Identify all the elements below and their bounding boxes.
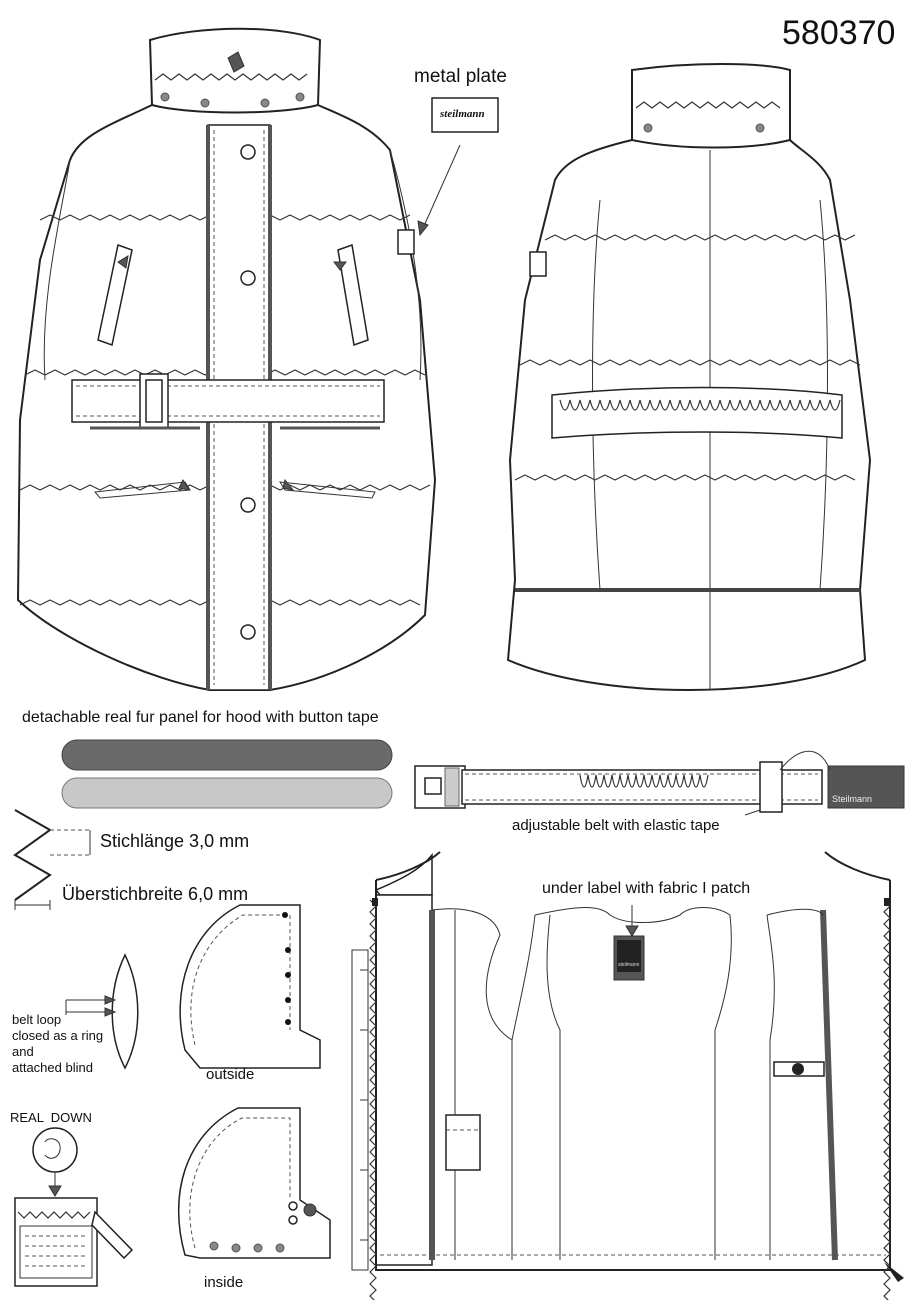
belt-loop-line-3: and (12, 1044, 34, 1059)
stitch-diagram (13, 809, 92, 910)
fur-panel-dark (61, 739, 393, 771)
real-down-label: REAL DOWN (10, 1110, 92, 1125)
back-body-outline (506, 139, 872, 691)
belt-label: adjustable belt with elastic tape (512, 817, 720, 834)
button (240, 270, 256, 286)
belt-loop (65, 953, 139, 1070)
front-collar (148, 27, 322, 114)
hood-outside-label: outside (206, 1066, 255, 1083)
stitch-length-label: Stichlänge 3,0 mm (100, 831, 250, 851)
belt-brand: Steilmann (832, 794, 873, 804)
metal-plate-swatch (431, 97, 499, 133)
metal-plate-label: metal plate (414, 66, 507, 87)
under-label-text: under label with fabric I patch (542, 880, 751, 897)
button (240, 144, 256, 160)
belt-detail (414, 750, 905, 816)
hood-inside-label: inside (204, 1274, 244, 1291)
metal-plate-brand: steilmann (440, 108, 485, 120)
button (240, 624, 256, 640)
back-elastic (551, 386, 843, 439)
button (240, 497, 256, 513)
lining-layout (351, 851, 904, 1300)
belt-loop-line-4: attached blind (12, 1060, 93, 1075)
front-view (16, 27, 437, 691)
under-label-brand: steilmann (618, 962, 640, 968)
front-belt (71, 379, 385, 423)
belt-loop-line-1: belt loop (12, 1012, 62, 1027)
belt-end-tip (827, 765, 905, 809)
style-number: 580370 (782, 14, 896, 52)
belt-loop-line-2: closed as a ring (12, 1028, 104, 1043)
real-down-tag (14, 1127, 134, 1287)
overstitch-width-label: Überstichbreite 6,0 mm (62, 884, 249, 904)
hood-inside (178, 1107, 331, 1259)
fur-panel-label: detachable real fur panel for hood with … (22, 709, 379, 726)
back-view (506, 63, 872, 691)
fur-panel-light (61, 777, 393, 809)
hood-outside (179, 904, 321, 1069)
